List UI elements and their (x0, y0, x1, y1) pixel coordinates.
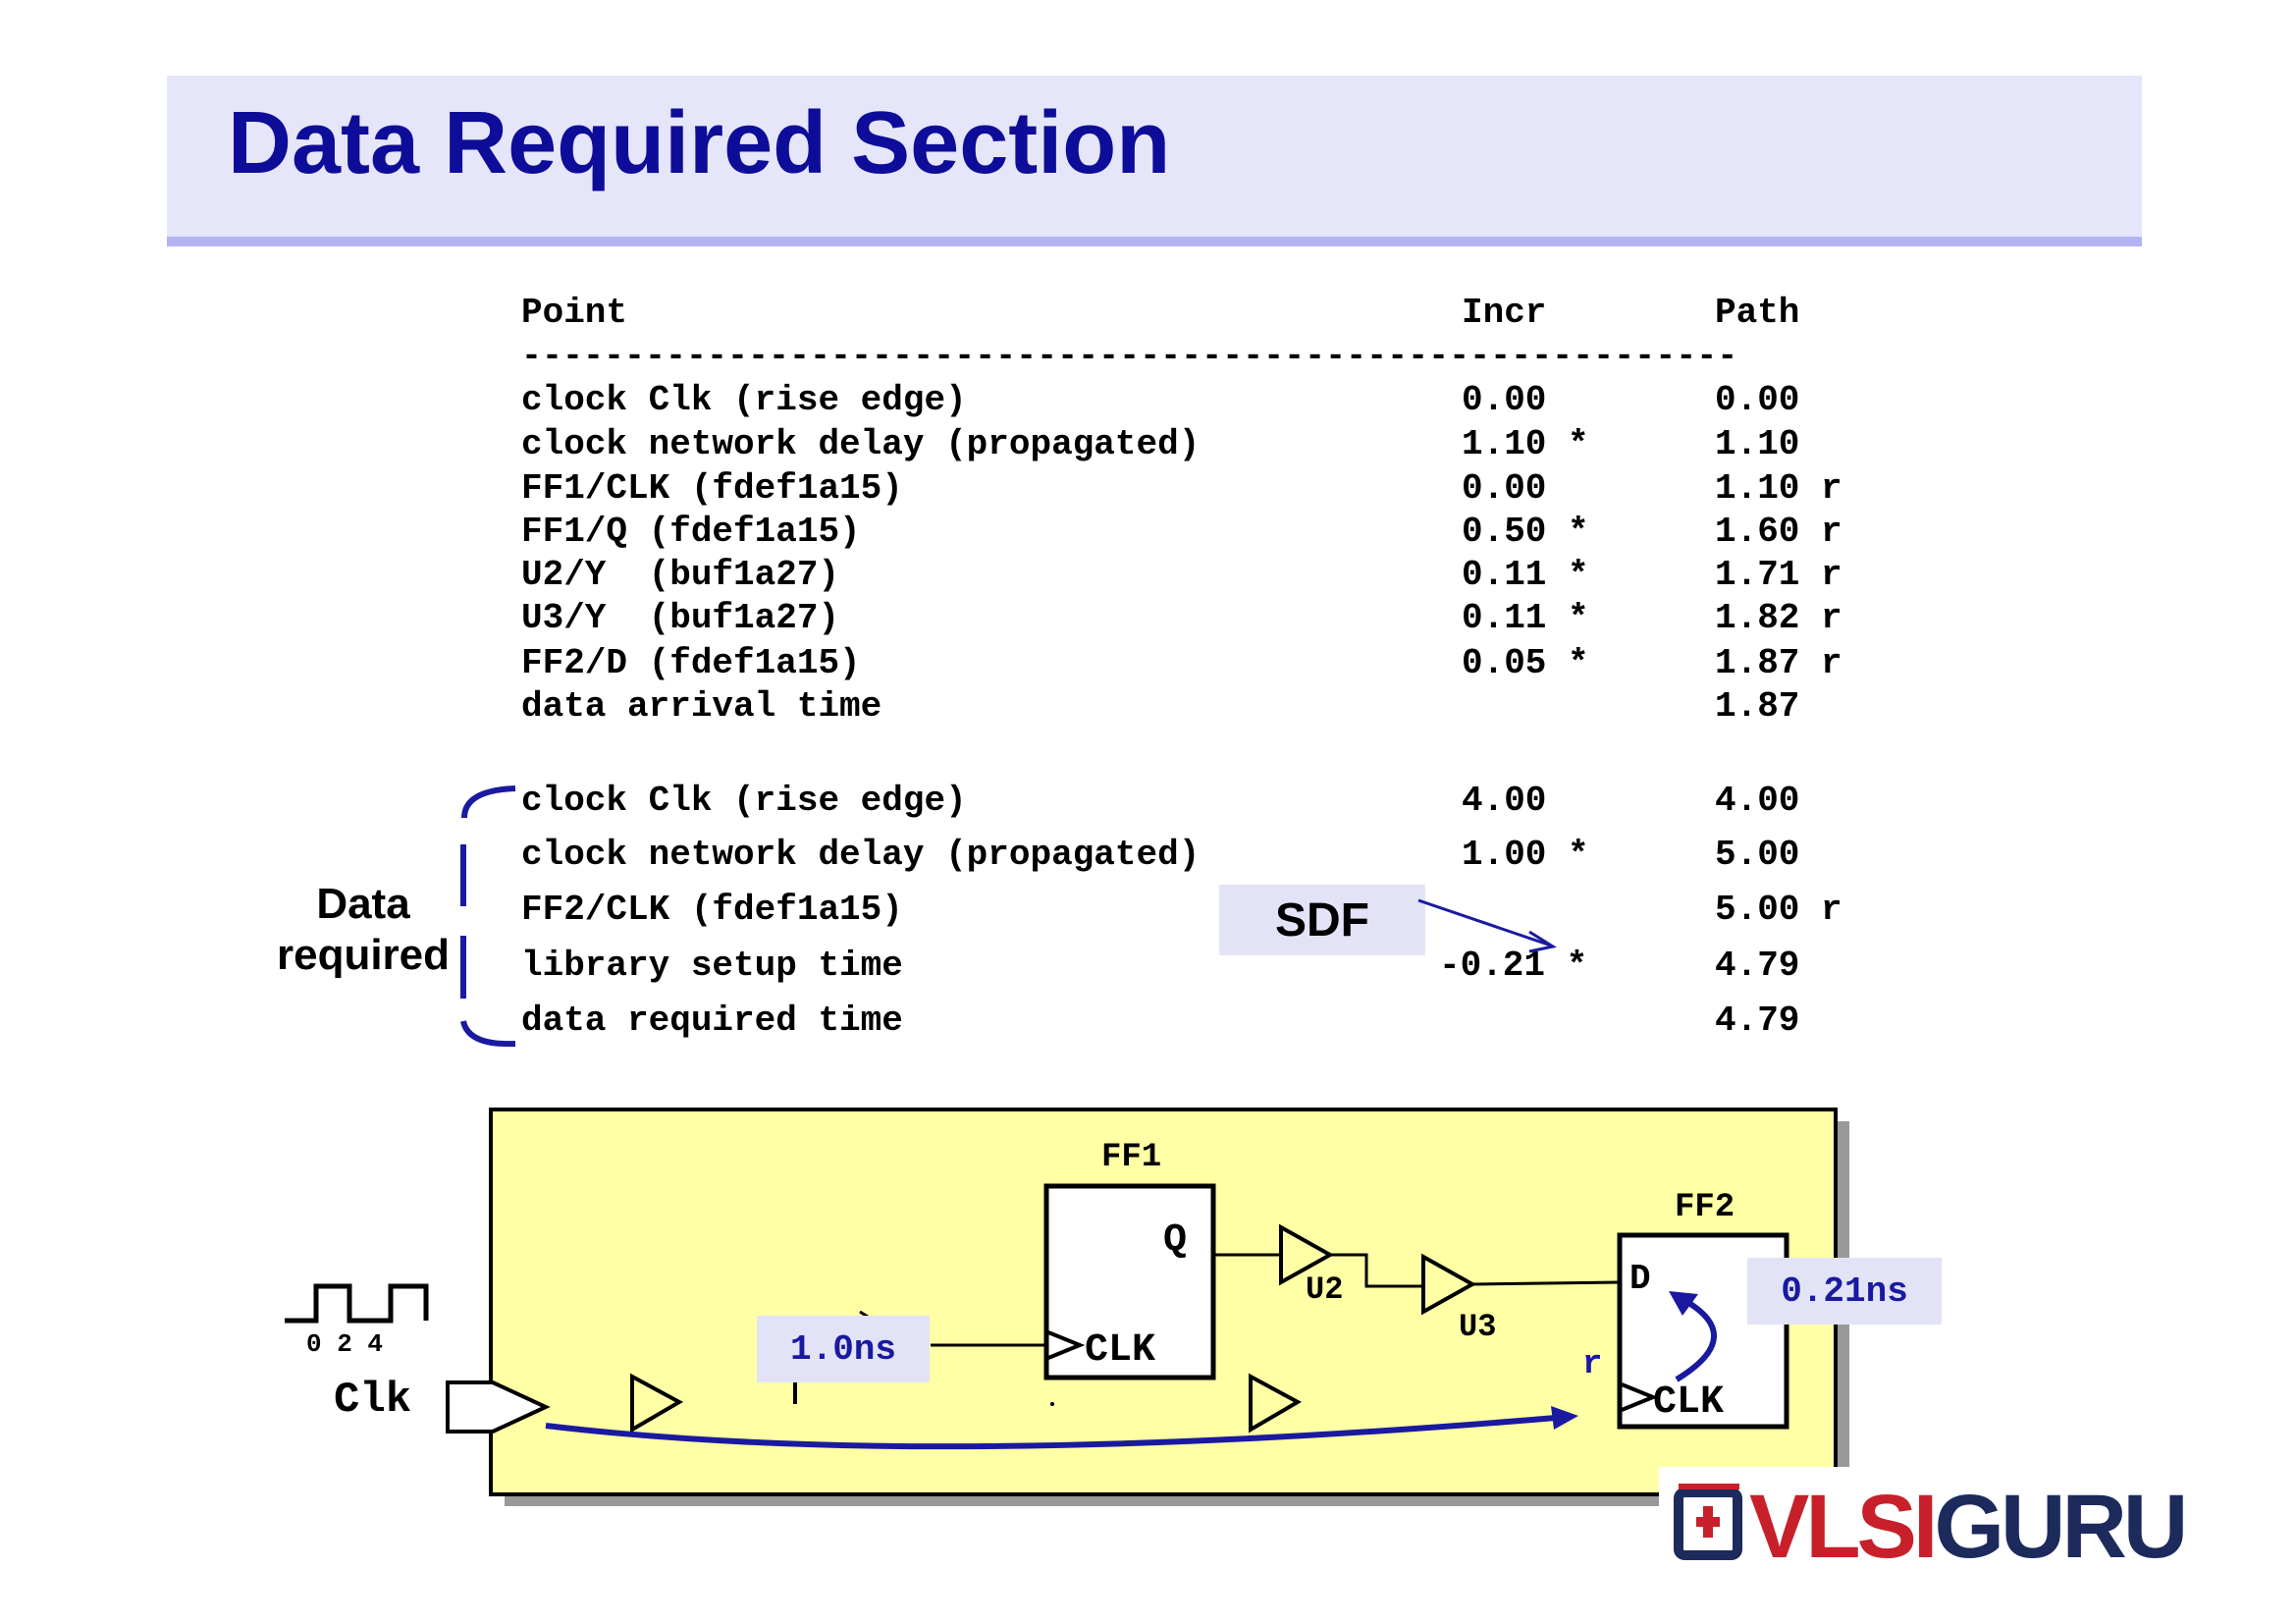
clock-path-arrow (545, 1415, 1557, 1450)
clock-waveform (285, 1283, 429, 1324)
required-row-path: 4.79 (1715, 1001, 1800, 1041)
setup-arrow-head (1669, 1291, 1698, 1316)
arrival-row-point: U3/Y (buf1a27) (521, 598, 840, 638)
arrival-row-path: 1.10 r (1715, 468, 1842, 509)
ff1-clk-pin: CLK (1085, 1328, 1155, 1373)
header-path: Path (1715, 293, 1800, 333)
u2-label: U2 (1306, 1271, 1343, 1308)
data-required-bracket (460, 785, 516, 1048)
clock-buffer-2 (1249, 1373, 1303, 1434)
u2-buffer (1279, 1223, 1335, 1286)
required-row-incr: -0.21 * (1439, 946, 1588, 986)
arrival-row-point: clock Clk (rise edge) (521, 380, 967, 420)
clk-input-port (446, 1380, 551, 1434)
arrival-row-point: data arrival time (521, 686, 882, 727)
arrival-row-path: 1.87 r (1715, 643, 1842, 683)
u2-u3-wire (1330, 1253, 1421, 1288)
clock-stub-dot (1050, 1402, 1054, 1406)
delay-label-2: 0.21ns (1747, 1258, 1942, 1325)
required-row-point: library setup time (521, 946, 903, 986)
arrival-row-incr: 0.00 (1462, 380, 1547, 420)
ff1-label: FF1 (1101, 1139, 1161, 1176)
required-row-point: FF2/CLK (fdef1a15) (521, 890, 903, 930)
table-separator: ----------------------------------------… (521, 337, 1738, 376)
page-title: Data Required Section (228, 94, 1171, 192)
data-required-line1: Data (316, 880, 410, 928)
arrival-row-path: 1.60 r (1715, 512, 1842, 552)
required-row-path: 5.00 (1715, 835, 1800, 875)
vlsiguru-logo: VLSIGURU (1659, 1467, 2189, 1585)
header-point: Point (521, 293, 628, 333)
waveform-ticks: 0 2 4 (306, 1329, 383, 1359)
ff2-label: FF2 (1675, 1189, 1735, 1226)
arrival-row-path: 1.71 r (1715, 555, 1842, 595)
required-row-incr: 4.00 (1462, 781, 1547, 821)
logo-text-guru: GURU (1934, 1477, 2188, 1577)
ff1-q-pin: Q (1163, 1218, 1187, 1263)
arrival-row-point: clock network delay (propagated) (521, 424, 1201, 464)
arrival-row-path: 1.87 (1715, 686, 1800, 727)
rise-marker: r (1582, 1346, 1602, 1383)
ff1-clk-triangle (1047, 1330, 1086, 1360)
required-row-incr: 1.00 * (1462, 835, 1589, 875)
u3-d-wire (1471, 1280, 1621, 1286)
u3-buffer (1421, 1253, 1477, 1316)
arrival-row-path: 0.00 (1715, 380, 1800, 420)
data-required-label: Data required (265, 879, 461, 981)
u3-label: U3 (1459, 1309, 1496, 1345)
arrival-row-path: 1.82 r (1715, 598, 1842, 638)
arrival-row-incr: 0.11 * (1462, 598, 1589, 638)
clk-input-label: Clk (334, 1376, 411, 1425)
required-row-path: 4.00 (1715, 781, 1800, 821)
arrival-row-point: FF1/Q (fdef1a15) (521, 512, 861, 552)
sdf-label: SDF (1219, 885, 1425, 955)
arrival-row-point: U2/Y (buf1a27) (521, 555, 840, 595)
logo-mark-icon (1674, 1484, 1742, 1560)
arrival-row-incr: 0.50 * (1462, 512, 1589, 552)
arrival-row-point: FF1/CLK (fdef1a15) (521, 468, 903, 509)
clock-buffer-1 (630, 1373, 684, 1434)
ff2-clk-pin: CLK (1653, 1380, 1724, 1425)
arrival-row-incr: 0.05 * (1462, 643, 1589, 683)
arrival-row-point: FF2/D (fdef1a15) (521, 643, 861, 683)
required-row-point: data required time (521, 1001, 903, 1041)
delay-label-1: 1.0ns (757, 1316, 930, 1382)
sdf-arrow (1417, 898, 1557, 953)
required-row-path: 5.00 r (1715, 890, 1842, 930)
arrival-row-path: 1.10 (1715, 424, 1800, 464)
setup-arrow (1675, 1295, 1717, 1382)
logo-text: VLSIGURU (1749, 1473, 2188, 1581)
ff2-clk-triangle (1621, 1382, 1659, 1412)
clock-path-arrow-head (1551, 1406, 1578, 1430)
required-row-path: 4.79 (1715, 946, 1800, 986)
title-bar (167, 76, 2142, 246)
header-incr: Incr (1462, 293, 1547, 333)
required-row-point: clock Clk (rise edge) (521, 781, 967, 821)
logo-text-vlsi: VLSI (1749, 1477, 1938, 1577)
ff2-d-pin: D (1629, 1259, 1651, 1299)
data-required-line2: required (276, 931, 451, 979)
arrival-row-incr: 0.00 (1462, 468, 1547, 509)
arrival-row-incr: 1.10 * (1462, 424, 1589, 464)
required-row-point: clock network delay (propagated) (521, 835, 1201, 875)
arrival-row-incr: 0.11 * (1462, 555, 1589, 595)
